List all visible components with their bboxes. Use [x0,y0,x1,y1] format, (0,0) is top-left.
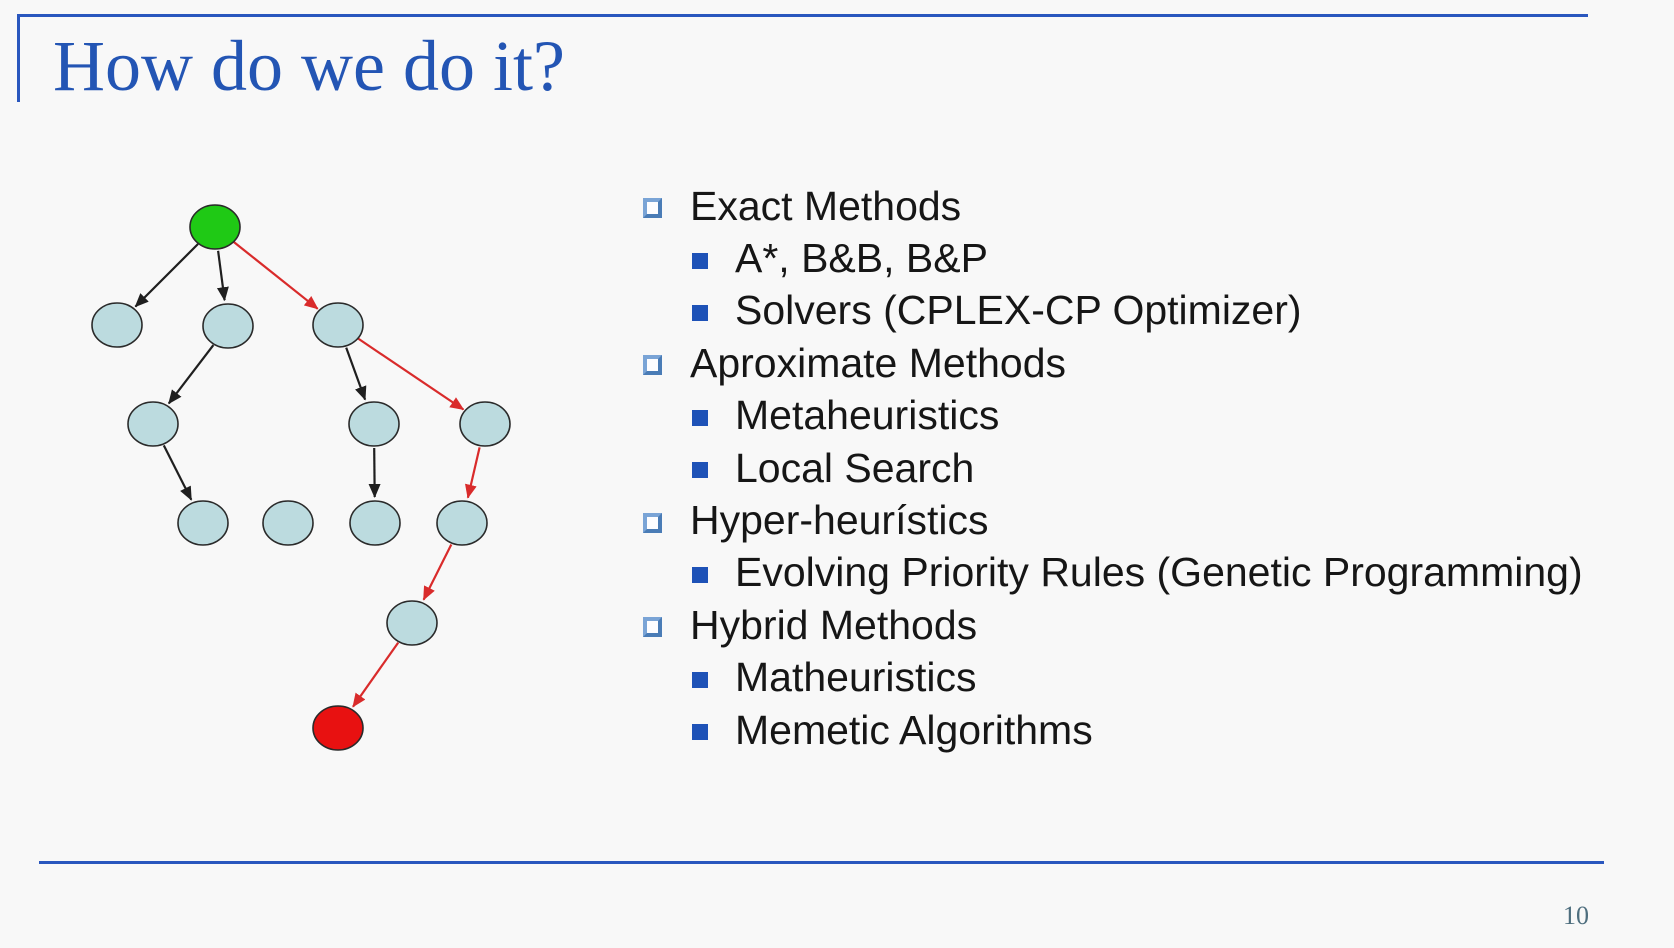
tree-edge [216,250,229,302]
level2-bullet-icon [692,671,708,688]
list-item-label: Aproximate Methods [690,339,1067,386]
list-item: Evolving Priority Rules (Genetic Program… [692,547,1583,599]
tree-edge [134,243,199,308]
tree-edge [345,347,367,401]
start-node [189,204,241,250]
level2-bullet-icon [692,462,708,479]
list-item: Metaheuristics [692,390,1583,442]
tree-nodes [91,204,511,751]
list-item-label: Local Search [735,444,975,491]
title-accent-rule [17,14,20,102]
page-number: 10 [1563,901,1589,930]
list-item: Local Search [692,442,1583,494]
solution-path-edge [422,544,453,601]
level2-bullet-icon [692,724,708,741]
list-item: Aproximate Methods [643,337,1583,389]
tree-node [91,302,143,348]
tree-edge [162,444,193,501]
list-item-label: Hybrid Methods [690,601,978,648]
solution-path-edge [233,241,319,310]
level2-bullet-icon [692,409,708,426]
footer-rule [39,861,1604,864]
tree-node [386,600,438,646]
list-item-label: A*, B&B, B&P [735,235,988,282]
list-item: Matheuristics [692,652,1583,704]
list-item: Memetic Algorithms [692,704,1583,756]
tree-node [349,500,401,546]
list-item-label: Exact Methods [690,182,962,229]
level2-bullet-icon [692,566,708,583]
list-item-label: Evolving Priority Rules (Genetic Program… [735,549,1583,596]
level2-bullet-icon [692,252,708,269]
level1-bullet-icon [643,198,662,219]
tree-node [262,500,314,546]
tree-node [177,500,229,546]
slide-title: How do we do it? [53,26,565,106]
list-item: Hybrid Methods [643,599,1583,651]
level1-bullet-icon [643,617,662,638]
solution-path-edge [465,447,481,499]
level1-bullet-icon [643,355,662,376]
list-item: Hyper-heurístics [643,494,1583,546]
list-item: A*, B&B, B&P [692,232,1583,284]
tree-node [459,401,511,447]
tree-edge [167,344,215,405]
list-item-label: Matheuristics [735,654,977,701]
tree-node [202,303,254,349]
level2-bullet-icon [692,304,708,321]
tree-edge [368,447,381,498]
solution-path-edge [352,641,400,708]
tree-node [436,500,488,546]
tree-node [312,302,364,348]
tree-node [127,401,179,447]
tree-node [348,401,400,447]
list-item-label: Memetic Algorithms [735,706,1093,753]
list-item-label: Metaheuristics [735,392,1000,439]
top-rule [17,14,1588,17]
list-item: Exact Methods [643,180,1583,232]
list-item-label: Hyper-heurístics [690,497,989,544]
goal-node [312,705,364,751]
level1-bullet-icon [643,512,662,533]
list-item-label: Solvers (CPLEX-CP Optimizer) [735,287,1302,334]
tree-edges [134,241,481,708]
list-item: Solvers (CPLEX-CP Optimizer) [692,285,1583,337]
solution-path-edge [357,337,465,411]
